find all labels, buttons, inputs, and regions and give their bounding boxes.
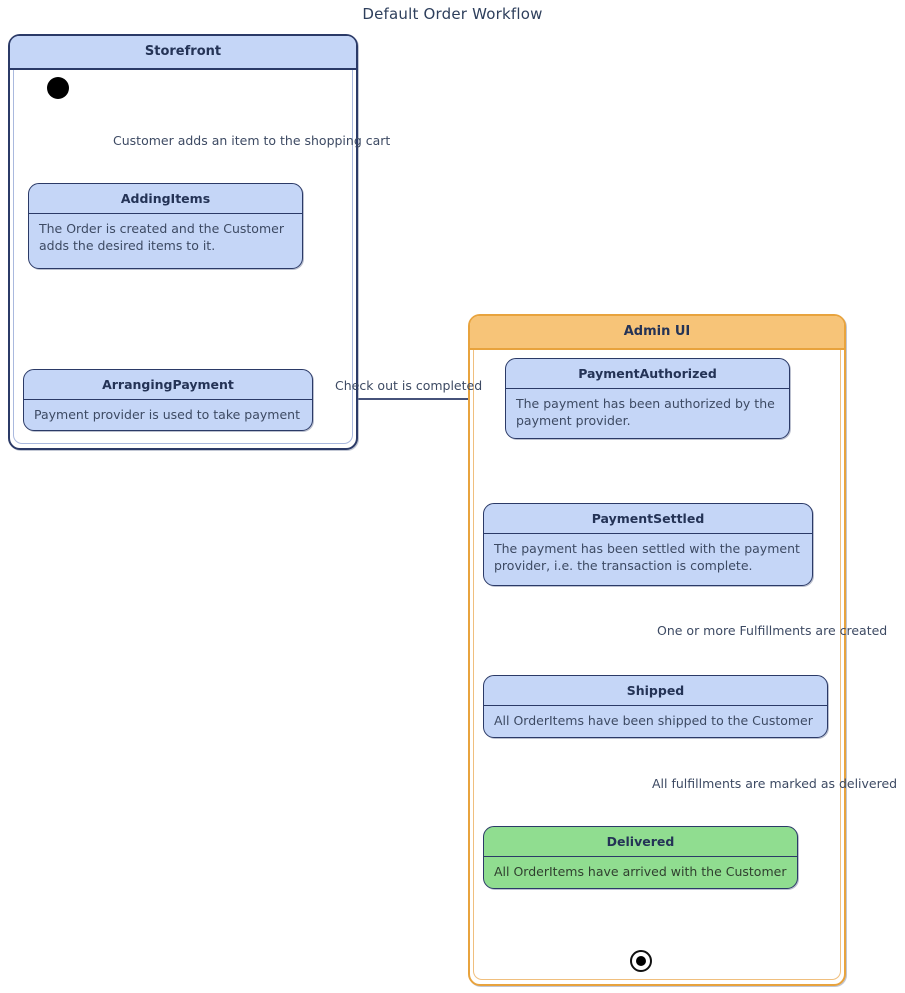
state-paymentauthorized-description: The payment has been authorized by the p…	[516, 395, 775, 428]
edge-label-check-out-completed: Check out is completed	[335, 378, 483, 393]
state-addingitems-name: AddingItems	[29, 184, 302, 214]
edge-label-fulfillments-delivered: All fulfillments are marked as delivered	[652, 776, 898, 791]
state-delivered-name: Delivered	[484, 827, 797, 857]
final-state-node[interactable]	[630, 950, 652, 972]
diagram-title: Default Order Workflow	[362, 5, 543, 23]
state-shipped-description: All OrderItems have been shipped to the …	[494, 712, 813, 728]
state-paymentauthorized-name: PaymentAuthorized	[506, 359, 789, 389]
region-storefront-title: Storefront	[10, 36, 356, 70]
state-addingitems[interactable]: AddingItems The Order is created and the…	[28, 183, 303, 269]
state-arrangingpayment[interactable]: ArrangingPayment Payment provider is use…	[23, 369, 313, 431]
state-addingitems-description: The Order is created and the Customer ad…	[39, 220, 284, 253]
state-paymentsettled[interactable]: PaymentSettled The payment has been sett…	[483, 503, 813, 586]
state-arrangingpayment-name: ArrangingPayment	[24, 370, 312, 400]
state-delivered[interactable]: Delivered All OrderItems have arrived wi…	[483, 826, 798, 889]
state-shipped[interactable]: Shipped All OrderItems have been shipped…	[483, 675, 828, 738]
state-delivered-description: All OrderItems have arrived with the Cus…	[494, 863, 787, 879]
state-paymentauthorized[interactable]: PaymentAuthorized The payment has been a…	[505, 358, 790, 439]
initial-state-node[interactable]	[47, 77, 69, 99]
state-paymentsettled-name: PaymentSettled	[484, 504, 812, 534]
edge-label-customer-adds-item: Customer adds an item to the shopping ca…	[113, 133, 391, 148]
state-arrangingpayment-description: Payment provider is used to take payment	[34, 406, 300, 422]
edge-label-fulfillments-created: One or more Fulfillments are created	[657, 623, 888, 638]
region-adminui-title: Admin UI	[470, 316, 844, 350]
state-shipped-name: Shipped	[484, 676, 827, 706]
state-paymentsettled-description: The payment has been settled with the pa…	[494, 540, 800, 573]
